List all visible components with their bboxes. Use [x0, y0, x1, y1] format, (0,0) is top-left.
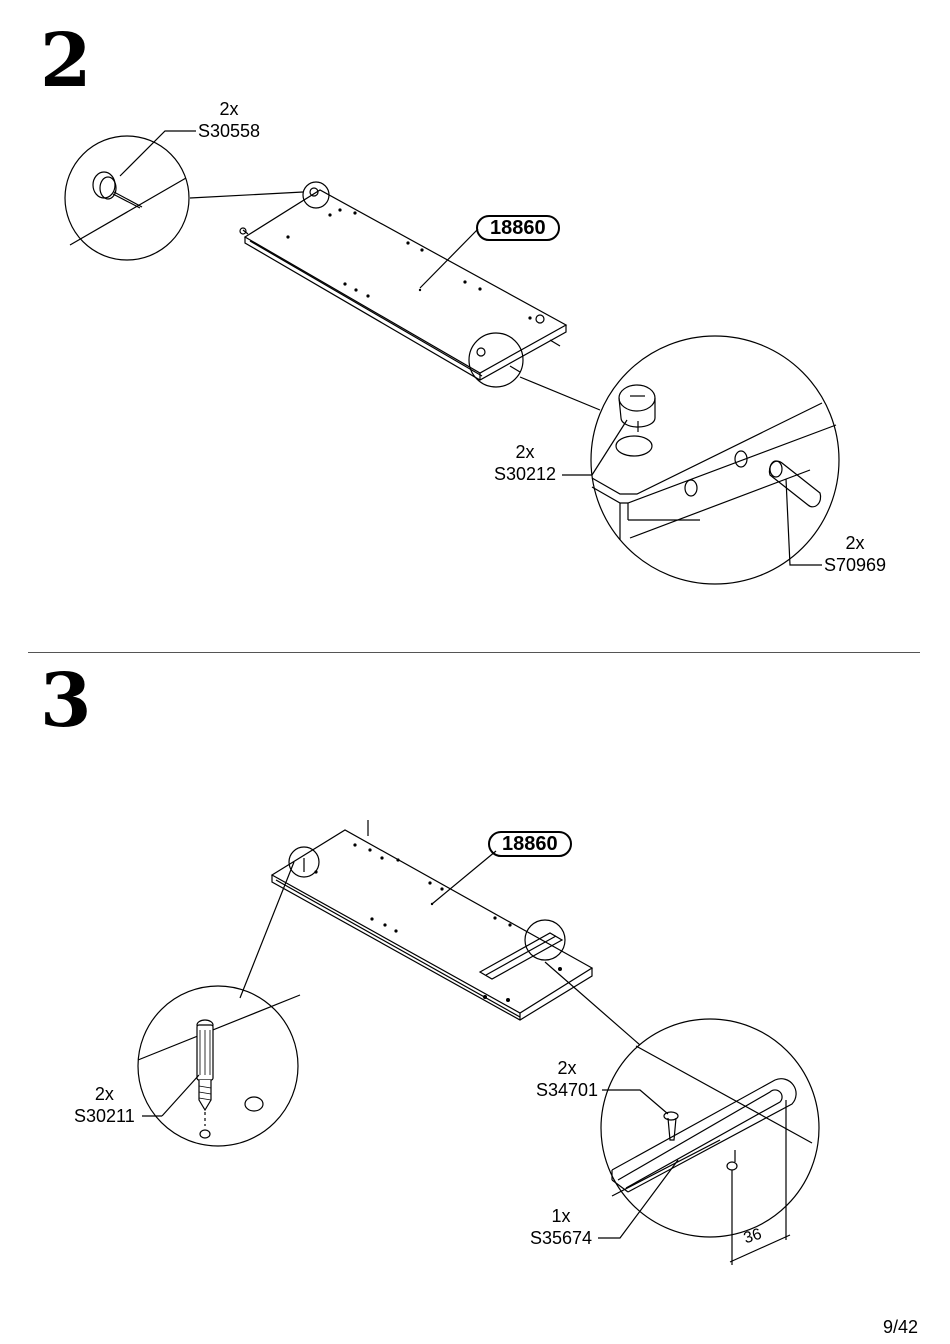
callout-code: S30212 [494, 464, 557, 484]
step-number: 2 [40, 18, 92, 104]
callout-qty: 2x [845, 533, 865, 553]
callout-s30558: 2x S30558 [198, 98, 260, 142]
part-number-badge: 18860 [476, 215, 560, 241]
callout-s30212: 2x S30212 [494, 441, 556, 485]
page-number: 9/42 [882, 1317, 918, 1337]
callout-code: S70969 [824, 555, 887, 575]
callout-code: S34701 [536, 1080, 599, 1100]
step-number: 3 [40, 658, 92, 744]
callout-qty: 2x [515, 442, 535, 462]
callout-s34701: 2x S34701 [536, 1057, 598, 1101]
step-divider [28, 652, 920, 653]
callout-s35674: 1x S35674 [530, 1205, 592, 1249]
board-step3 [270, 829, 594, 1021]
callout-s30211: 2x S30211 [74, 1083, 135, 1127]
callout-code: S30558 [198, 121, 261, 141]
callout-qty: 2x [557, 1058, 577, 1078]
part-number-badge: 18860 [488, 831, 572, 857]
callout-qty: 2x [94, 1084, 114, 1104]
board-step2 [243, 189, 568, 381]
callout-code: S35674 [530, 1228, 593, 1248]
callout-code: S30211 [74, 1106, 135, 1126]
callout-qty: 1x [551, 1206, 571, 1226]
callout-qty: 2x [219, 99, 239, 119]
callout-s70969: 2x S70969 [824, 532, 886, 576]
